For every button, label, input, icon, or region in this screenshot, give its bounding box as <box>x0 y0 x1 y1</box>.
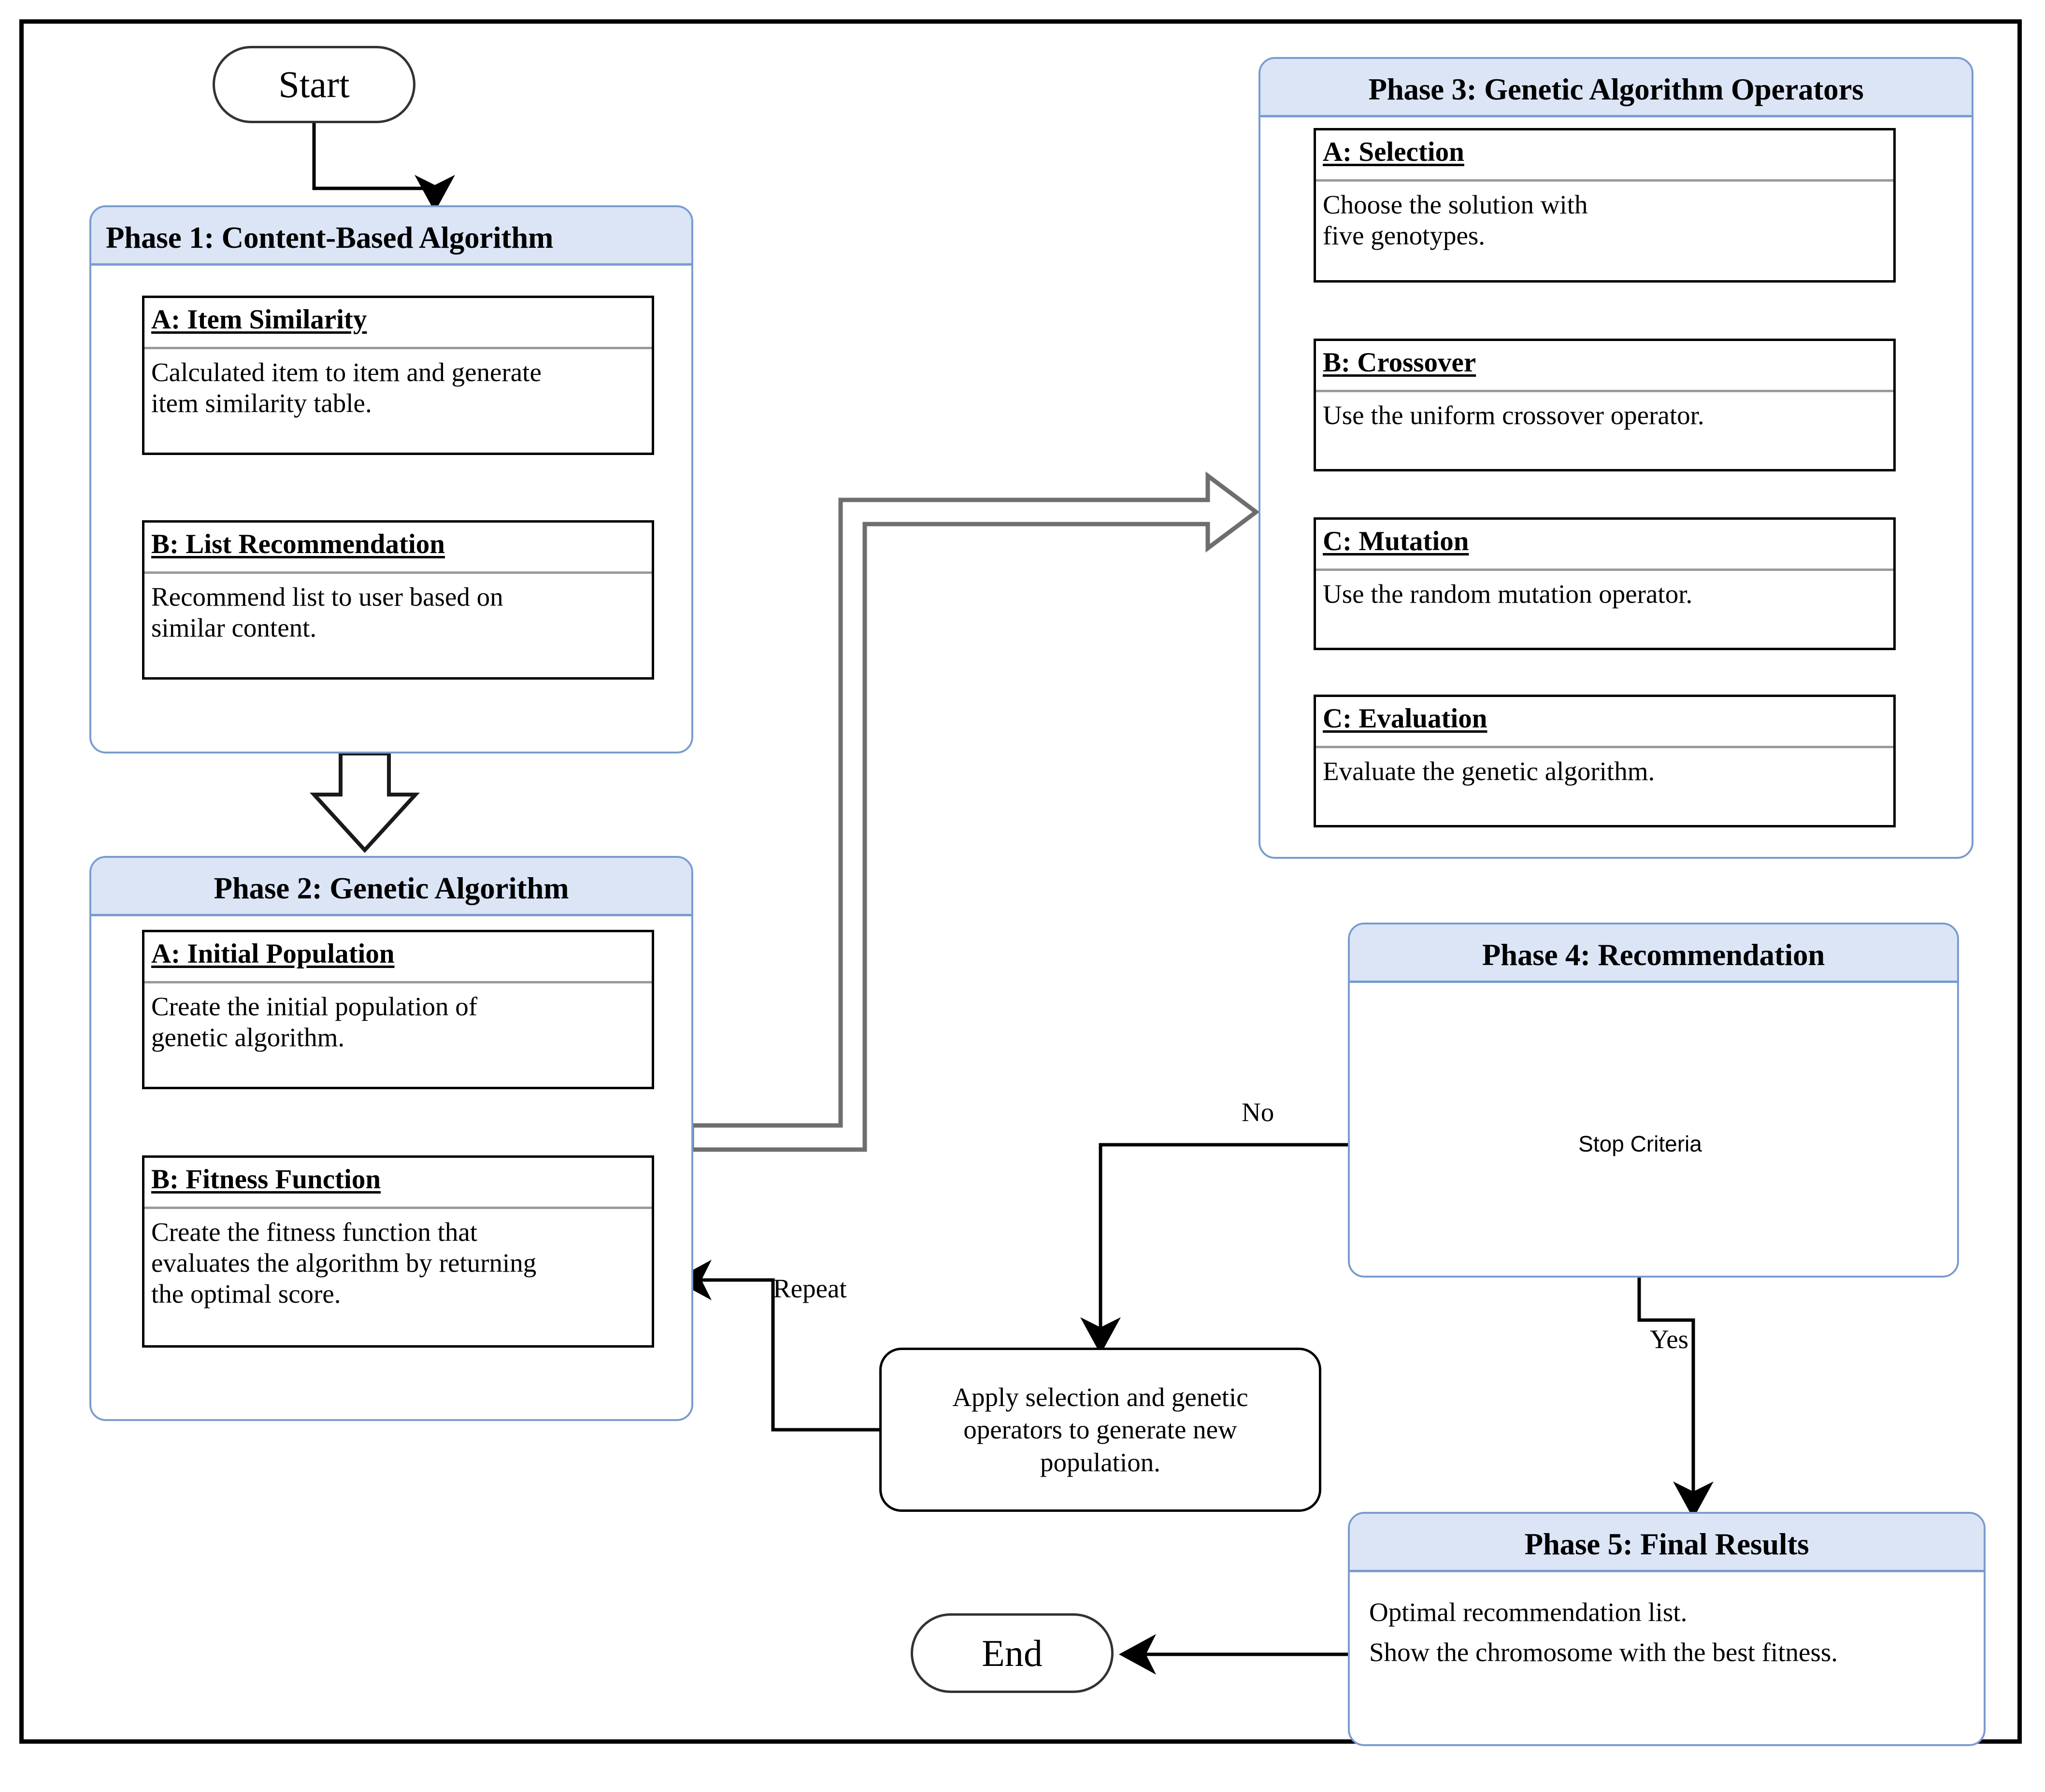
card-fitness-function-title: B: Fitness Function <box>151 1164 381 1195</box>
phase-1-title: Phase 1: Content-Based Algorithm <box>91 207 691 266</box>
card-divider <box>144 981 652 984</box>
card-crossover-text: Use the uniform crossover operator. <box>1323 400 1704 430</box>
phase-5-body: Optimal recommendation list. Show the ch… <box>1350 1572 1984 1744</box>
phase-3-body: A: Selection Choose the solution with fi… <box>1260 117 1972 857</box>
card-selection-title: A: Selection <box>1323 137 1464 168</box>
card-divider <box>144 347 652 350</box>
end-label: End <box>982 1632 1043 1674</box>
apply-operators-box[interactable]: Apply selection and genetic operators to… <box>879 1348 1321 1512</box>
card-list-recommendation[interactable]: B: List Recommendation Recommend list to… <box>142 520 654 680</box>
card-initial-population-text: Create the initial population of genetic… <box>151 992 478 1052</box>
card-divider <box>1316 746 1893 749</box>
apply-operators-label: Apply selection and genetic operators to… <box>952 1382 1248 1477</box>
phase-5-container[interactable]: Phase 5: Final Results Optimal recommend… <box>1348 1512 1986 1746</box>
card-divider <box>1316 569 1893 571</box>
edge-label-yes: Yes <box>1650 1324 1689 1354</box>
card-divider <box>1316 390 1893 393</box>
phase-2-container[interactable]: Phase 2: Genetic Algorithm A: Initial Po… <box>89 856 693 1421</box>
card-crossover-title: B: Crossover <box>1323 347 1476 378</box>
phase-1-body: A: Item Similarity Calculated item to it… <box>91 266 691 752</box>
card-list-recommendation-text: Recommend list to user based on similar … <box>151 582 503 642</box>
stop-criteria-node[interactable]: Stop Criteria <box>1541 1051 1739 1237</box>
stop-criteria-label: Stop Criteria <box>1578 1131 1702 1156</box>
phase-3-title: Phase 3: Genetic Algorithm Operators <box>1260 59 1972 118</box>
card-fitness-function[interactable]: B: Fitness Function Create the fitness f… <box>142 1155 654 1348</box>
card-item-similarity-title: A: Item Similarity <box>151 304 367 335</box>
card-evaluation-title: C: Evaluation <box>1323 703 1487 734</box>
phase-2-body: A: Initial Population Create the initial… <box>91 916 691 1419</box>
end-node[interactable]: End <box>911 1613 1114 1693</box>
card-list-recommendation-title: B: List Recommendation <box>151 529 445 560</box>
phase-4-title: Phase 4: Recommendation <box>1350 924 1957 983</box>
card-selection-text: Choose the solution with five genotypes. <box>1323 190 1588 250</box>
phase-3-container[interactable]: Phase 3: Genetic Algorithm Operators A: … <box>1258 57 1973 859</box>
card-initial-population[interactable]: A: Initial Population Create the initial… <box>142 930 654 1090</box>
edge-label-no: No <box>1242 1097 1274 1127</box>
phase-2-title: Phase 2: Genetic Algorithm <box>91 858 691 917</box>
card-divider <box>144 571 652 574</box>
card-divider <box>1316 179 1893 182</box>
phase-5-body-text: Optimal recommendation list. Show the ch… <box>1369 1597 1838 1667</box>
card-selection[interactable]: A: Selection Choose the solution with fi… <box>1314 128 1896 283</box>
card-item-similarity[interactable]: A: Item Similarity Calculated item to it… <box>142 296 654 455</box>
card-fitness-function-text: Create the fitness function that evaluat… <box>151 1217 537 1308</box>
phase-4-container[interactable]: Phase 4: Recommendation <box>1348 923 1959 1278</box>
phase-5-title: Phase 5: Final Results <box>1350 1514 1984 1573</box>
card-evaluation-text: Evaluate the genetic algorithm. <box>1323 756 1655 786</box>
start-label: Start <box>278 63 350 105</box>
card-mutation-title: C: Mutation <box>1323 526 1469 557</box>
card-crossover[interactable]: B: Crossover Use the uniform crossover o… <box>1314 339 1896 472</box>
card-initial-population-title: A: Initial Population <box>151 939 395 969</box>
card-mutation[interactable]: C: Mutation Use the random mutation oper… <box>1314 517 1896 651</box>
phase-1-container[interactable]: Phase 1: Content-Based Algorithm A: Item… <box>89 205 693 754</box>
edge-label-repeat: Repeat <box>773 1274 847 1303</box>
card-mutation-text: Use the random mutation operator. <box>1323 579 1693 609</box>
card-evaluation[interactable]: C: Evaluation Evaluate the genetic algor… <box>1314 695 1896 828</box>
card-item-similarity-text: Calculated item to item and generate ite… <box>151 357 542 418</box>
start-node[interactable]: Start <box>213 46 415 123</box>
card-divider <box>144 1207 652 1209</box>
